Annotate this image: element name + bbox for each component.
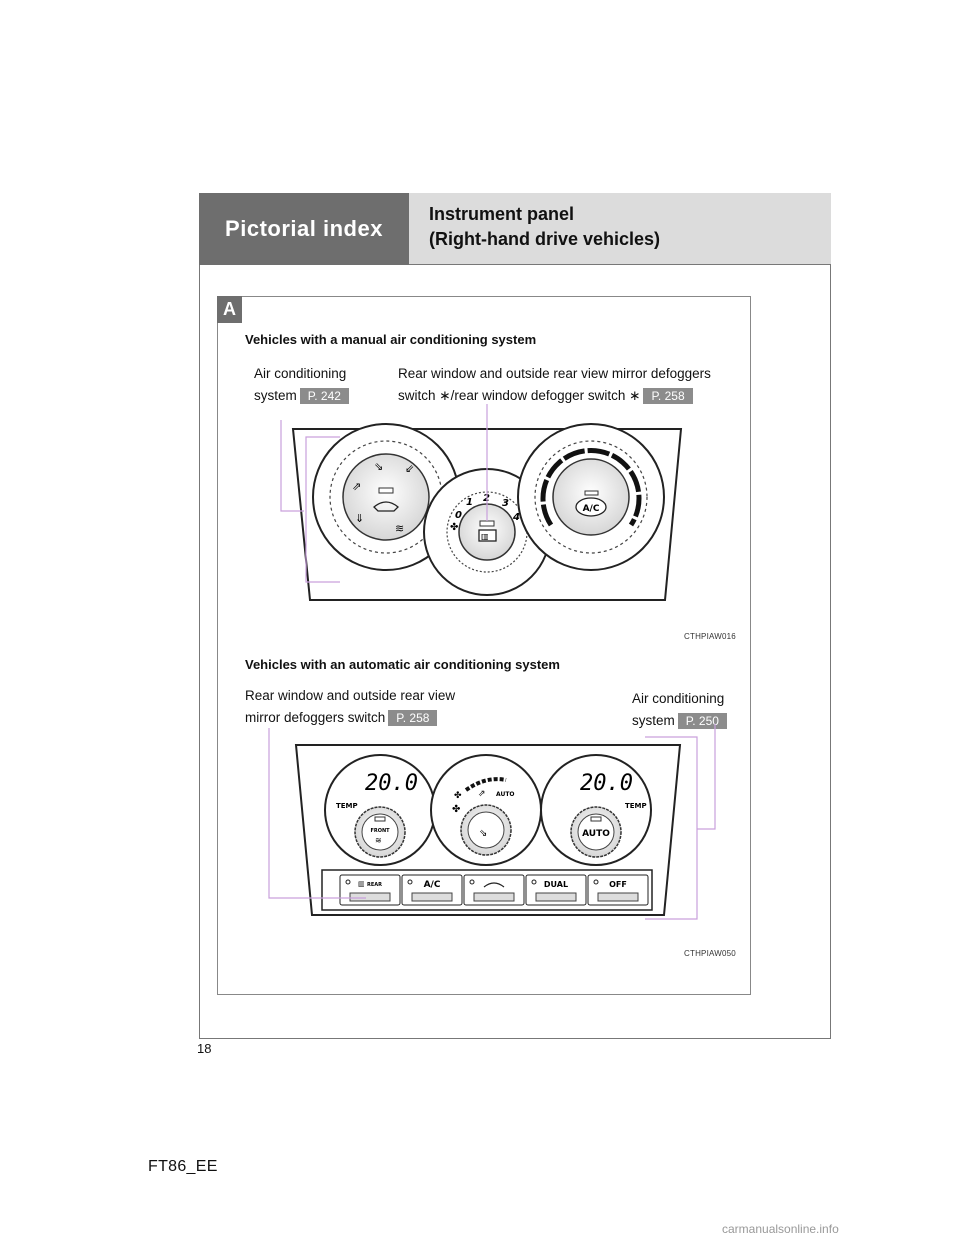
watermark: carmanualsonline.info bbox=[722, 1222, 839, 1236]
fan-mode-knob[interactable]: ✤ ⇗ AUTO ✤ ⇘ bbox=[430, 754, 542, 866]
fan-speed-icon: ✤ bbox=[452, 804, 460, 815]
manual-defog-callout: Rear window and outside rear view mirror… bbox=[398, 363, 711, 407]
bilevel-icon: ⇘ bbox=[374, 460, 383, 473]
auto-defog-line2: mirror defoggers switch bbox=[245, 710, 386, 725]
page-title-line1: Instrument panel bbox=[429, 204, 575, 224]
airflow-icon: ⇗ bbox=[478, 789, 486, 799]
rear-defogger-icon: ▥ bbox=[481, 532, 489, 541]
rear-defogger-button[interactable]: ▥ REAR bbox=[339, 874, 401, 906]
manual-section-title: Vehicles with a manual air conditioning … bbox=[245, 332, 537, 347]
page-title: Instrument panel (Right-hand drive vehic… bbox=[409, 193, 831, 265]
fan-label-4: 4 bbox=[512, 512, 520, 523]
fan-label-3: 3 bbox=[502, 498, 509, 509]
ac-button-label: A/C bbox=[424, 880, 441, 890]
section-badge: A bbox=[217, 296, 242, 323]
fan-icon: ✤ bbox=[450, 522, 458, 533]
auto-image-code: CTHPIAW050 bbox=[684, 949, 736, 958]
front-defrost-icon: ≋ bbox=[375, 836, 382, 845]
right-temperature-knob[interactable]: 20.0 TEMP AUTO bbox=[540, 754, 652, 866]
page-ref-link[interactable]: P. 258 bbox=[388, 710, 438, 727]
auto-ac-line2: system bbox=[632, 713, 675, 728]
auto-indicator: AUTO bbox=[496, 791, 515, 798]
automatic-ac-panel: 20.0 TEMP FRONT ≋ ✤ ⇗ AUTO ✤ ⇘ 20.0 TEMP bbox=[268, 724, 716, 920]
page-ref-link[interactable]: P. 242 bbox=[299, 388, 349, 405]
dual-button-label: DUAL bbox=[544, 880, 568, 889]
right-temperature-display: 20.0 bbox=[580, 771, 633, 796]
auto-button-label: AUTO bbox=[582, 829, 610, 839]
dual-button[interactable]: DUAL bbox=[525, 874, 587, 906]
mode-dial[interactable]: ⇗ ⇘ ⇙ ⇓ ≋ bbox=[312, 423, 460, 571]
defrost-icon: ≋ bbox=[395, 522, 404, 535]
manual-defog-line2-row: switch ∗/rear window defogger switch ∗P.… bbox=[398, 385, 711, 407]
manual-ac-line1: Air conditioning bbox=[254, 366, 347, 381]
recirculation-button[interactable] bbox=[463, 874, 525, 906]
left-temperature-display: 20.0 bbox=[365, 771, 418, 796]
rear-defogger-switch[interactable] bbox=[478, 529, 497, 542]
content-box bbox=[217, 296, 751, 995]
manual-defog-line1: Rear window and outside rear view mirror… bbox=[398, 366, 711, 381]
button-strip: ▥ REAR A/C DUAL bbox=[321, 869, 653, 911]
document-code: FT86_EE bbox=[148, 1158, 218, 1175]
left-temp-label: TEMP bbox=[336, 802, 358, 810]
auto-ac-line1: Air conditioning bbox=[632, 691, 725, 706]
off-button-label: OFF bbox=[609, 880, 627, 889]
right-temp-label: TEMP bbox=[625, 802, 647, 810]
auto-defog-line1: Rear window and outside rear view bbox=[245, 688, 456, 703]
manual-ac-line2: system bbox=[254, 388, 297, 403]
page-number: 18 bbox=[197, 1041, 212, 1056]
manual-image-code: CTHPIAW016 bbox=[684, 632, 736, 641]
ac-button[interactable]: A/C bbox=[401, 874, 463, 906]
page-title-line2: (Right-hand drive vehicles) bbox=[429, 229, 661, 249]
temperature-dial[interactable]: A/C bbox=[517, 423, 665, 571]
fan-icon: ✤ bbox=[454, 791, 462, 801]
ac-button[interactable] bbox=[575, 497, 607, 517]
manual-ac-panel: ⇗ ⇘ ⇙ ⇓ ≋ ▥ 0 1 2 3 4 ✤ bbox=[280, 404, 683, 601]
rear-button-label: REAR bbox=[367, 882, 382, 888]
auto-section-title: Vehicles with an automatic air condition… bbox=[245, 657, 560, 672]
fan-label-0: 0 bbox=[455, 510, 462, 521]
foot-defrost-icon: ⇙ bbox=[405, 462, 414, 475]
section-title: Pictorial index bbox=[199, 193, 409, 265]
auto-defog-callout: Rear window and outside rear view mirror… bbox=[245, 685, 455, 729]
air-mode-icon: ⇘ bbox=[479, 828, 487, 839]
face-vent-icon: ⇗ bbox=[352, 480, 361, 493]
manual-defog-line2: switch ∗/rear window defogger switch ∗ bbox=[398, 388, 641, 403]
rear-defogger-icon: ▥ bbox=[358, 880, 365, 888]
fan-label-1: 1 bbox=[466, 497, 473, 508]
recirculation-icon bbox=[483, 882, 505, 888]
front-defrost-label: FRONT bbox=[370, 828, 390, 834]
left-temperature-knob[interactable]: 20.0 TEMP FRONT ≋ bbox=[324, 754, 436, 866]
page-ref-link[interactable]: P. 258 bbox=[643, 388, 693, 405]
foot-icon: ⇓ bbox=[355, 512, 364, 525]
ac-button-label: A/C bbox=[583, 504, 600, 514]
off-button[interactable]: OFF bbox=[587, 874, 649, 906]
